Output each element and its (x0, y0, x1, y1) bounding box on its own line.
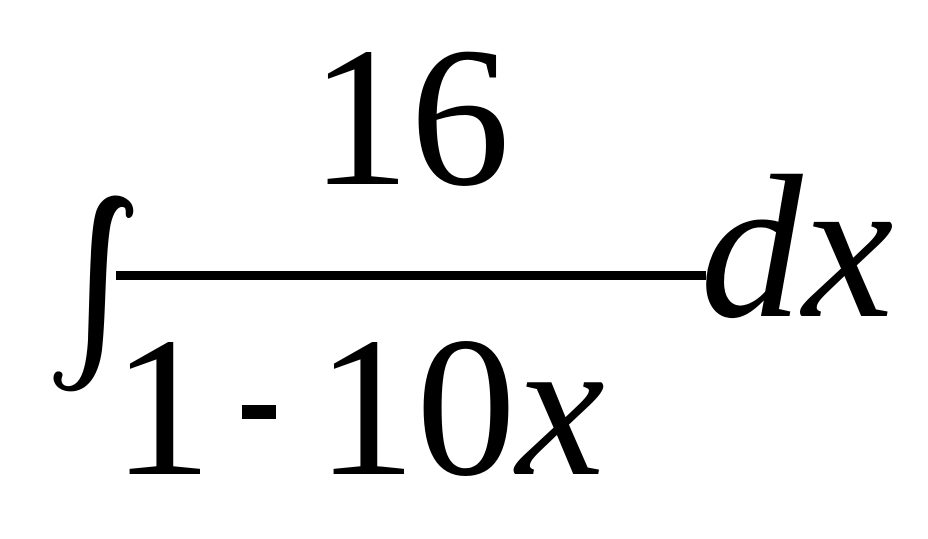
integral-sign (53, 195, 134, 392)
fraction-bar (116, 271, 706, 280)
differential-dx: dx (700, 134, 894, 361)
denominator-coefficient: 10 (316, 297, 516, 518)
denominator-constant: 1 (112, 297, 212, 518)
fraction-numerator: 16 (310, 7, 510, 228)
minus-sign (242, 405, 276, 419)
denominator-variable: x (516, 297, 605, 518)
